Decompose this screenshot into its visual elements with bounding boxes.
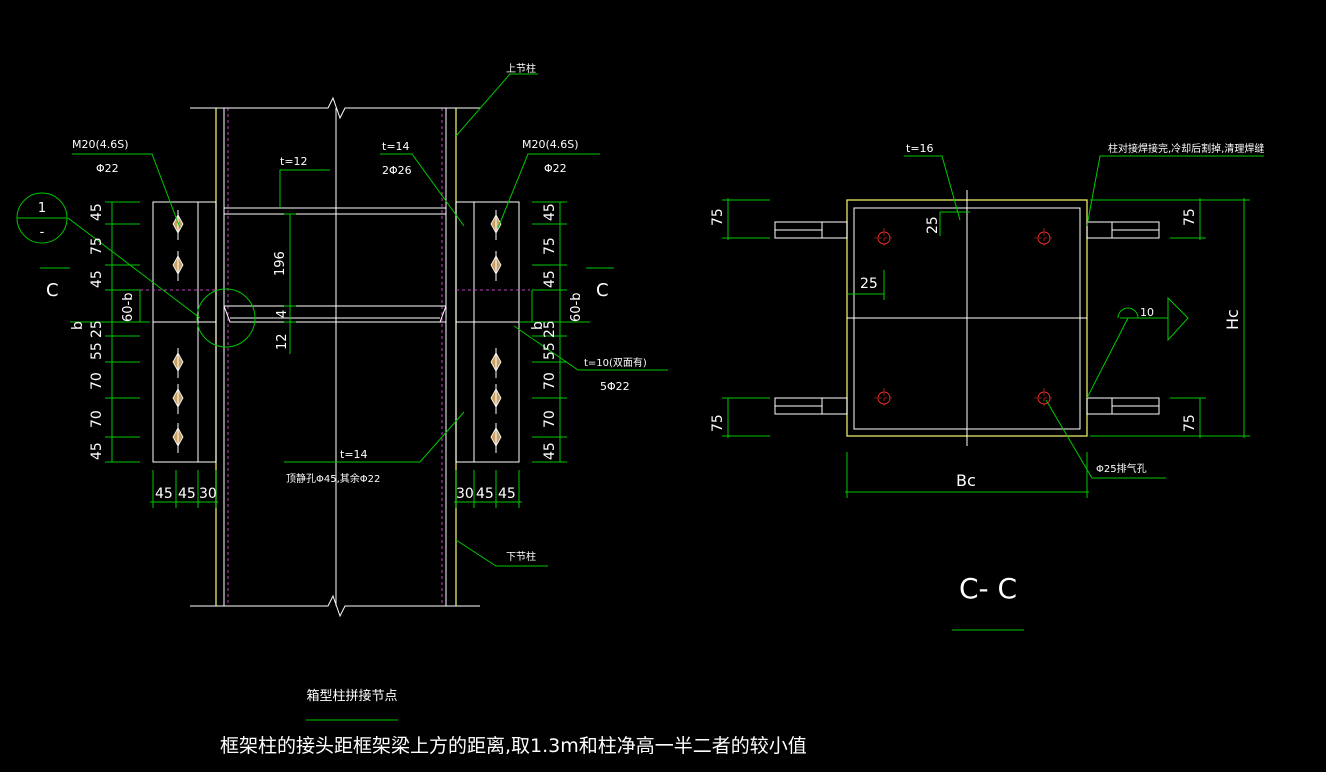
vdim-left: 70 (89, 410, 105, 428)
bolts-2phi26-label: 2Φ26 (382, 164, 412, 177)
dim-60b-left: 60-b (121, 293, 136, 323)
splice-plate-left (152, 201, 217, 463)
section-cc: t=16 柱对接焊接完,冷却后割掉,清理焊缝 25 25 10 75 75 75… (710, 142, 1264, 631)
dim-chain-bottom (150, 470, 522, 508)
bolt-hole-right: Φ22 (544, 162, 567, 175)
vdim-right: 45 (542, 203, 558, 221)
section-leaders (904, 155, 1264, 479)
bolt-spec-left: M20(4.6S) (72, 138, 129, 151)
detail-zoom-circle (196, 288, 256, 348)
dim-25-left: 25 (860, 276, 878, 292)
b-label-left: b (70, 321, 86, 330)
section-mark-c-left: C (46, 280, 59, 301)
bolt-hole-left: Φ22 (96, 162, 119, 175)
erection-lugs (774, 221, 1160, 415)
hdim-left: 45 (155, 486, 173, 502)
bottom-break-line (190, 594, 480, 618)
dim-196: 196 (273, 251, 288, 276)
vdim-left: 45 (89, 203, 105, 221)
label-bc: Bc (956, 471, 976, 490)
bolt-markers (172, 214, 502, 447)
label-top-column: 上节柱 (506, 62, 536, 75)
plate-t16-label: t=16 (906, 142, 934, 155)
vdim-left: 25 (89, 320, 105, 338)
dim-75: 75 (1182, 414, 1198, 432)
dim-chain-left (105, 201, 141, 463)
leaders (40, 73, 668, 567)
detail-sub: - (40, 225, 45, 240)
vdim-right: 55 (542, 342, 558, 360)
vdim-left: 75 (89, 237, 105, 255)
vdim-right: 25 (542, 320, 558, 338)
plate-t14-bottom-label: t=14 (340, 448, 368, 461)
detail-number: 1 (38, 201, 46, 216)
dim-75: 75 (710, 414, 726, 432)
section-dimensions (722, 198, 1250, 498)
label-bottom-column: 下节柱 (506, 550, 536, 563)
hole-note: 顶静孔Φ45,其余Φ22 (286, 472, 380, 485)
design-note: 框架柱的接头距框架梁上方的距离,取1.3m和柱净高一半二者的较小值 (220, 735, 807, 757)
plate-t14-top-label: t=14 (382, 140, 410, 153)
hdim-left: 45 (178, 486, 196, 502)
splice-elevation: 上节柱 M20(4.6S) Φ22 M20(4.6S) Φ22 t=12 t=1… (16, 62, 807, 757)
dim-inner (284, 213, 296, 354)
vdim-left: 55 (89, 342, 105, 360)
vdim-left: 70 (89, 372, 105, 390)
dim-12: 12 (275, 333, 290, 350)
bolt-centerlines (177, 210, 497, 453)
hdim-left: 30 (199, 486, 217, 502)
dim-chain-right (531, 201, 567, 463)
bolt-holes (874, 228, 1054, 408)
end-plate-lower (223, 305, 447, 323)
label-hc: Hc (1223, 309, 1242, 330)
hdim-right: 45 (498, 486, 516, 502)
vdim-right: 45 (542, 270, 558, 288)
dim-60b-right: 60-b (569, 293, 584, 323)
dim-75: 75 (1182, 208, 1198, 226)
dim-4: 4 (275, 310, 290, 318)
vdim-right: 70 (542, 410, 558, 428)
vdim-left: 45 (89, 442, 105, 460)
vdim-right: 75 (542, 237, 558, 255)
drawing-title: 箱型柱拼接节点 (306, 688, 397, 704)
dim-25-top: 25 (925, 216, 941, 234)
vdim-right: 70 (542, 372, 558, 390)
vent-hole-note: Φ25排气孔 (1096, 462, 1147, 475)
weld-size: 10 (1140, 306, 1154, 319)
vdim-right: 45 (542, 442, 558, 460)
section-title: C- C (959, 572, 1017, 605)
bolts-5phi22-label: 5Φ22 (600, 380, 630, 393)
b-label-right: b (530, 321, 546, 330)
splice-plate-right (455, 201, 520, 463)
section-mark-c-right: C (596, 280, 609, 301)
top-break-line (190, 96, 480, 120)
vdim-left: 45 (89, 270, 105, 288)
hdim-right: 30 (456, 486, 474, 502)
bolt-spec-right: M20(4.6S) (522, 138, 579, 151)
dim-75: 75 (710, 208, 726, 226)
plate-t10-label: t=10(双面有) (584, 356, 647, 369)
plate-t12-label: t=12 (280, 155, 308, 168)
hdim-right: 45 (476, 486, 494, 502)
weld-note: 柱对接焊接完,冷却后割掉,清理焊缝 (1108, 142, 1264, 155)
